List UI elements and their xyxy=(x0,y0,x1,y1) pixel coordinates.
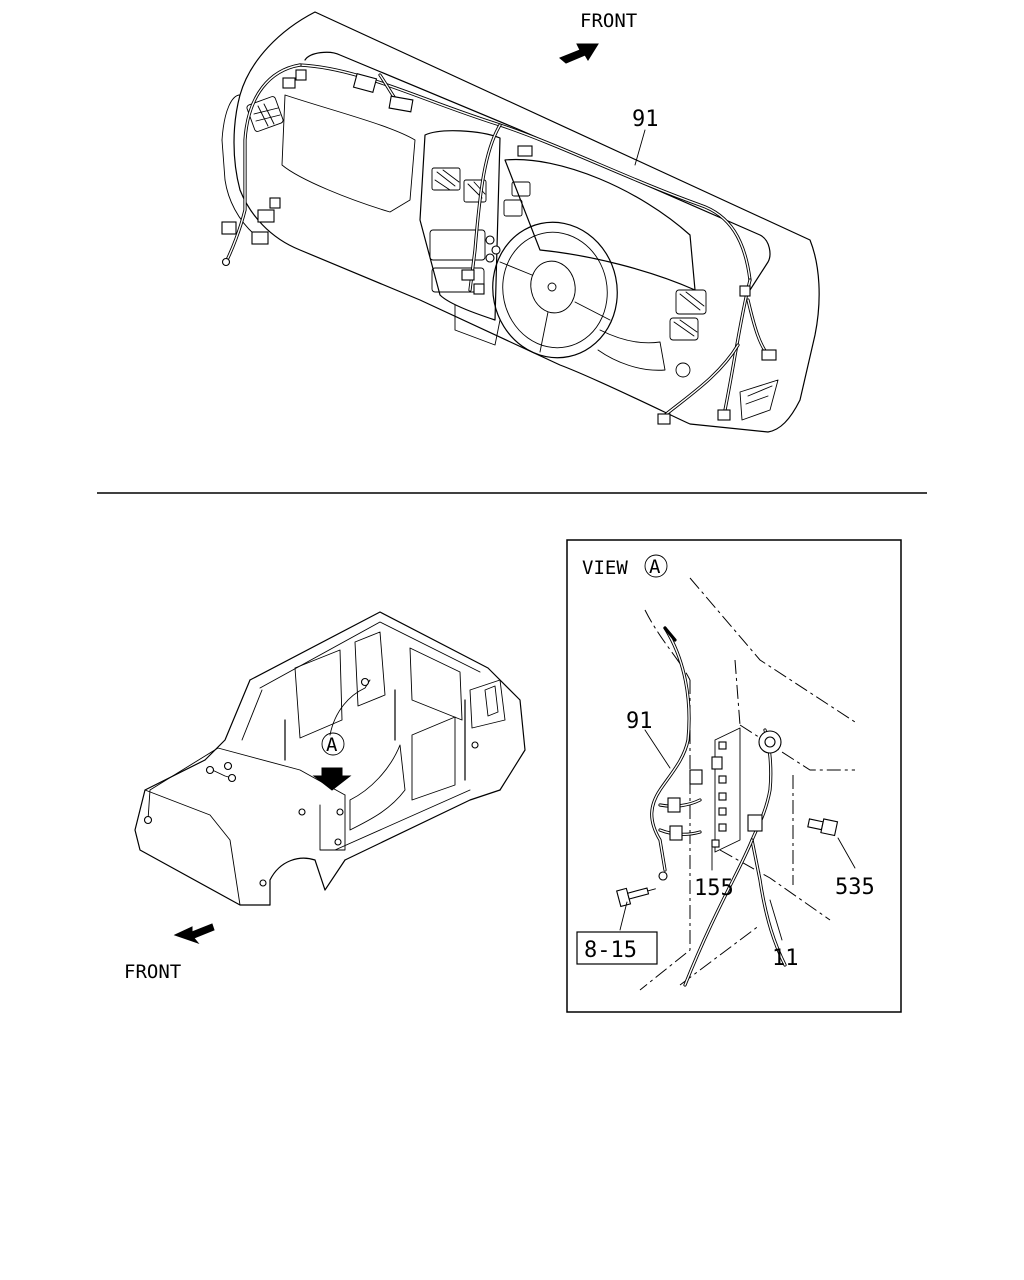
view-a-arrow xyxy=(312,767,352,791)
view-a-title-letter: A xyxy=(649,556,661,578)
callout-leader-91-detail xyxy=(644,729,671,769)
front-label-top: FRONT xyxy=(580,10,637,32)
front-arrow-bottom xyxy=(173,923,215,945)
callout-91-detail: 91 xyxy=(626,709,653,734)
callout-91-top: 91 xyxy=(632,107,659,132)
callout-leader-11 xyxy=(769,899,783,941)
view-a-detail-frame xyxy=(566,539,902,1013)
view-a-marker-circle xyxy=(321,732,345,756)
harness-91-top xyxy=(221,63,777,425)
view-a-marker-letter: A xyxy=(326,734,338,756)
view-a-detail-illustration xyxy=(616,577,856,991)
callout-155: 155 xyxy=(694,876,734,901)
callout-8-15: 8-15 xyxy=(584,938,637,963)
view-a-title-circle xyxy=(644,554,668,578)
callout-leader-91-top xyxy=(634,129,646,166)
front-arrow-top xyxy=(559,43,599,64)
callout-11: 11 xyxy=(772,946,799,971)
dashboard-illustration xyxy=(221,11,820,433)
view-a-title: VIEW xyxy=(582,557,628,579)
callout-8-15-box xyxy=(576,931,658,965)
vehicle-body-illustration xyxy=(134,611,526,906)
callout-535: 535 xyxy=(835,875,875,900)
front-label-bottom: FRONT xyxy=(124,961,181,983)
callout-leader-535 xyxy=(837,837,856,869)
callout-leader-8-15 xyxy=(619,901,628,931)
